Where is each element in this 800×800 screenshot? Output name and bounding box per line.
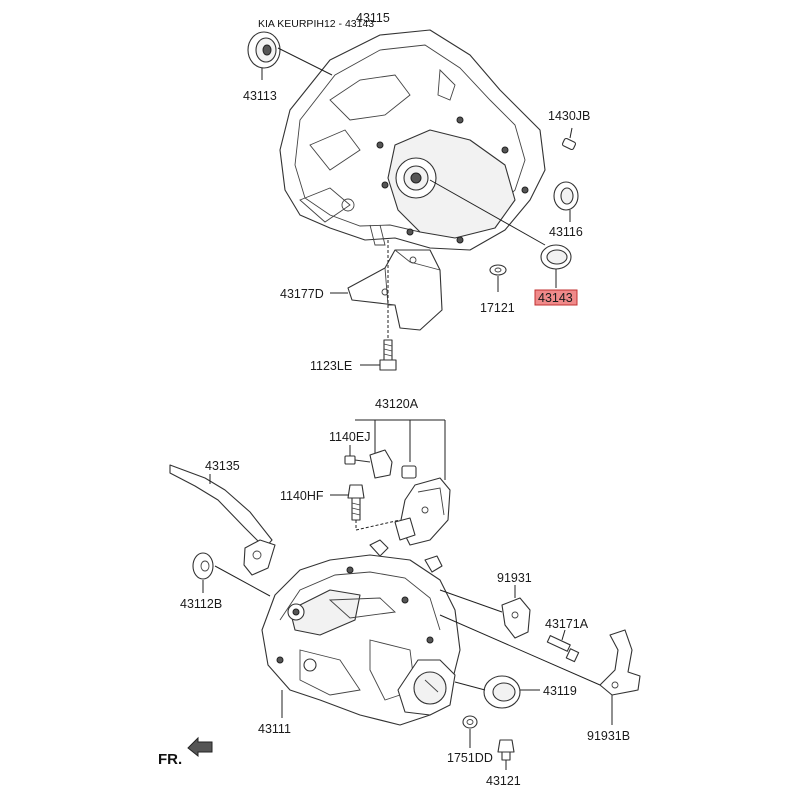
- label-1140EJ[interactable]: 1140EJ: [329, 430, 370, 444]
- lever-43135: [169, 464, 276, 576]
- label-1123LE[interactable]: 1123LE: [310, 359, 352, 373]
- pin-1430JB: [561, 127, 577, 151]
- label-1140HF[interactable]: 1140HF: [280, 489, 324, 503]
- seal-43119: [454, 675, 540, 709]
- label-17121[interactable]: 17121: [480, 301, 515, 315]
- seal-43113: [247, 31, 333, 80]
- bolt-1140EJ: [344, 445, 371, 465]
- bracket-43120A: [355, 419, 451, 546]
- bolt-1123LE: [360, 339, 397, 371]
- plug-43121: [497, 739, 515, 770]
- washer-1751DD: [462, 715, 478, 748]
- label-43121[interactable]: 43121: [486, 774, 521, 788]
- label-1751DD[interactable]: 1751DD: [447, 751, 493, 765]
- label-43116[interactable]: 43116: [549, 225, 583, 239]
- seal-43112B: [192, 552, 271, 597]
- label-43112B[interactable]: 43112B: [180, 597, 222, 611]
- bracket-91931: [439, 585, 531, 639]
- label-43171A[interactable]: 43171A: [545, 617, 589, 631]
- front-direction-arrow: [187, 736, 213, 758]
- washer-17121: [489, 264, 507, 292]
- highlight-box: [534, 289, 578, 306]
- label-43135[interactable]: 43135: [205, 459, 240, 473]
- label-43177D[interactable]: 43177D: [280, 287, 324, 301]
- label-91931B[interactable]: 91931B: [587, 729, 630, 743]
- bracket-43177D: [330, 240, 443, 345]
- seal-43116: [553, 181, 579, 222]
- header-text: KIA KEURPIH12 - 43143: [258, 18, 374, 30]
- label-43113[interactable]: 43113: [243, 89, 277, 103]
- seal-43143: [429, 179, 572, 288]
- clutch-housing: [279, 29, 546, 251]
- bolt-1140HF: [330, 484, 401, 531]
- label-43120A[interactable]: 43120A: [375, 397, 419, 411]
- label-91931[interactable]: 91931: [497, 571, 532, 585]
- label-43143[interactable]: 43143: [538, 291, 573, 305]
- bolt-43171A: [546, 629, 580, 663]
- bracket-91931B: [439, 614, 641, 725]
- label-43115[interactable]: 43115: [356, 11, 390, 25]
- front-direction-label: FR.: [158, 751, 182, 768]
- label-43111[interactable]: 43111: [258, 722, 291, 736]
- label-1430JB[interactable]: 1430JB: [548, 109, 590, 123]
- label-43119[interactable]: 43119: [543, 684, 577, 698]
- transmission-case: [261, 539, 461, 726]
